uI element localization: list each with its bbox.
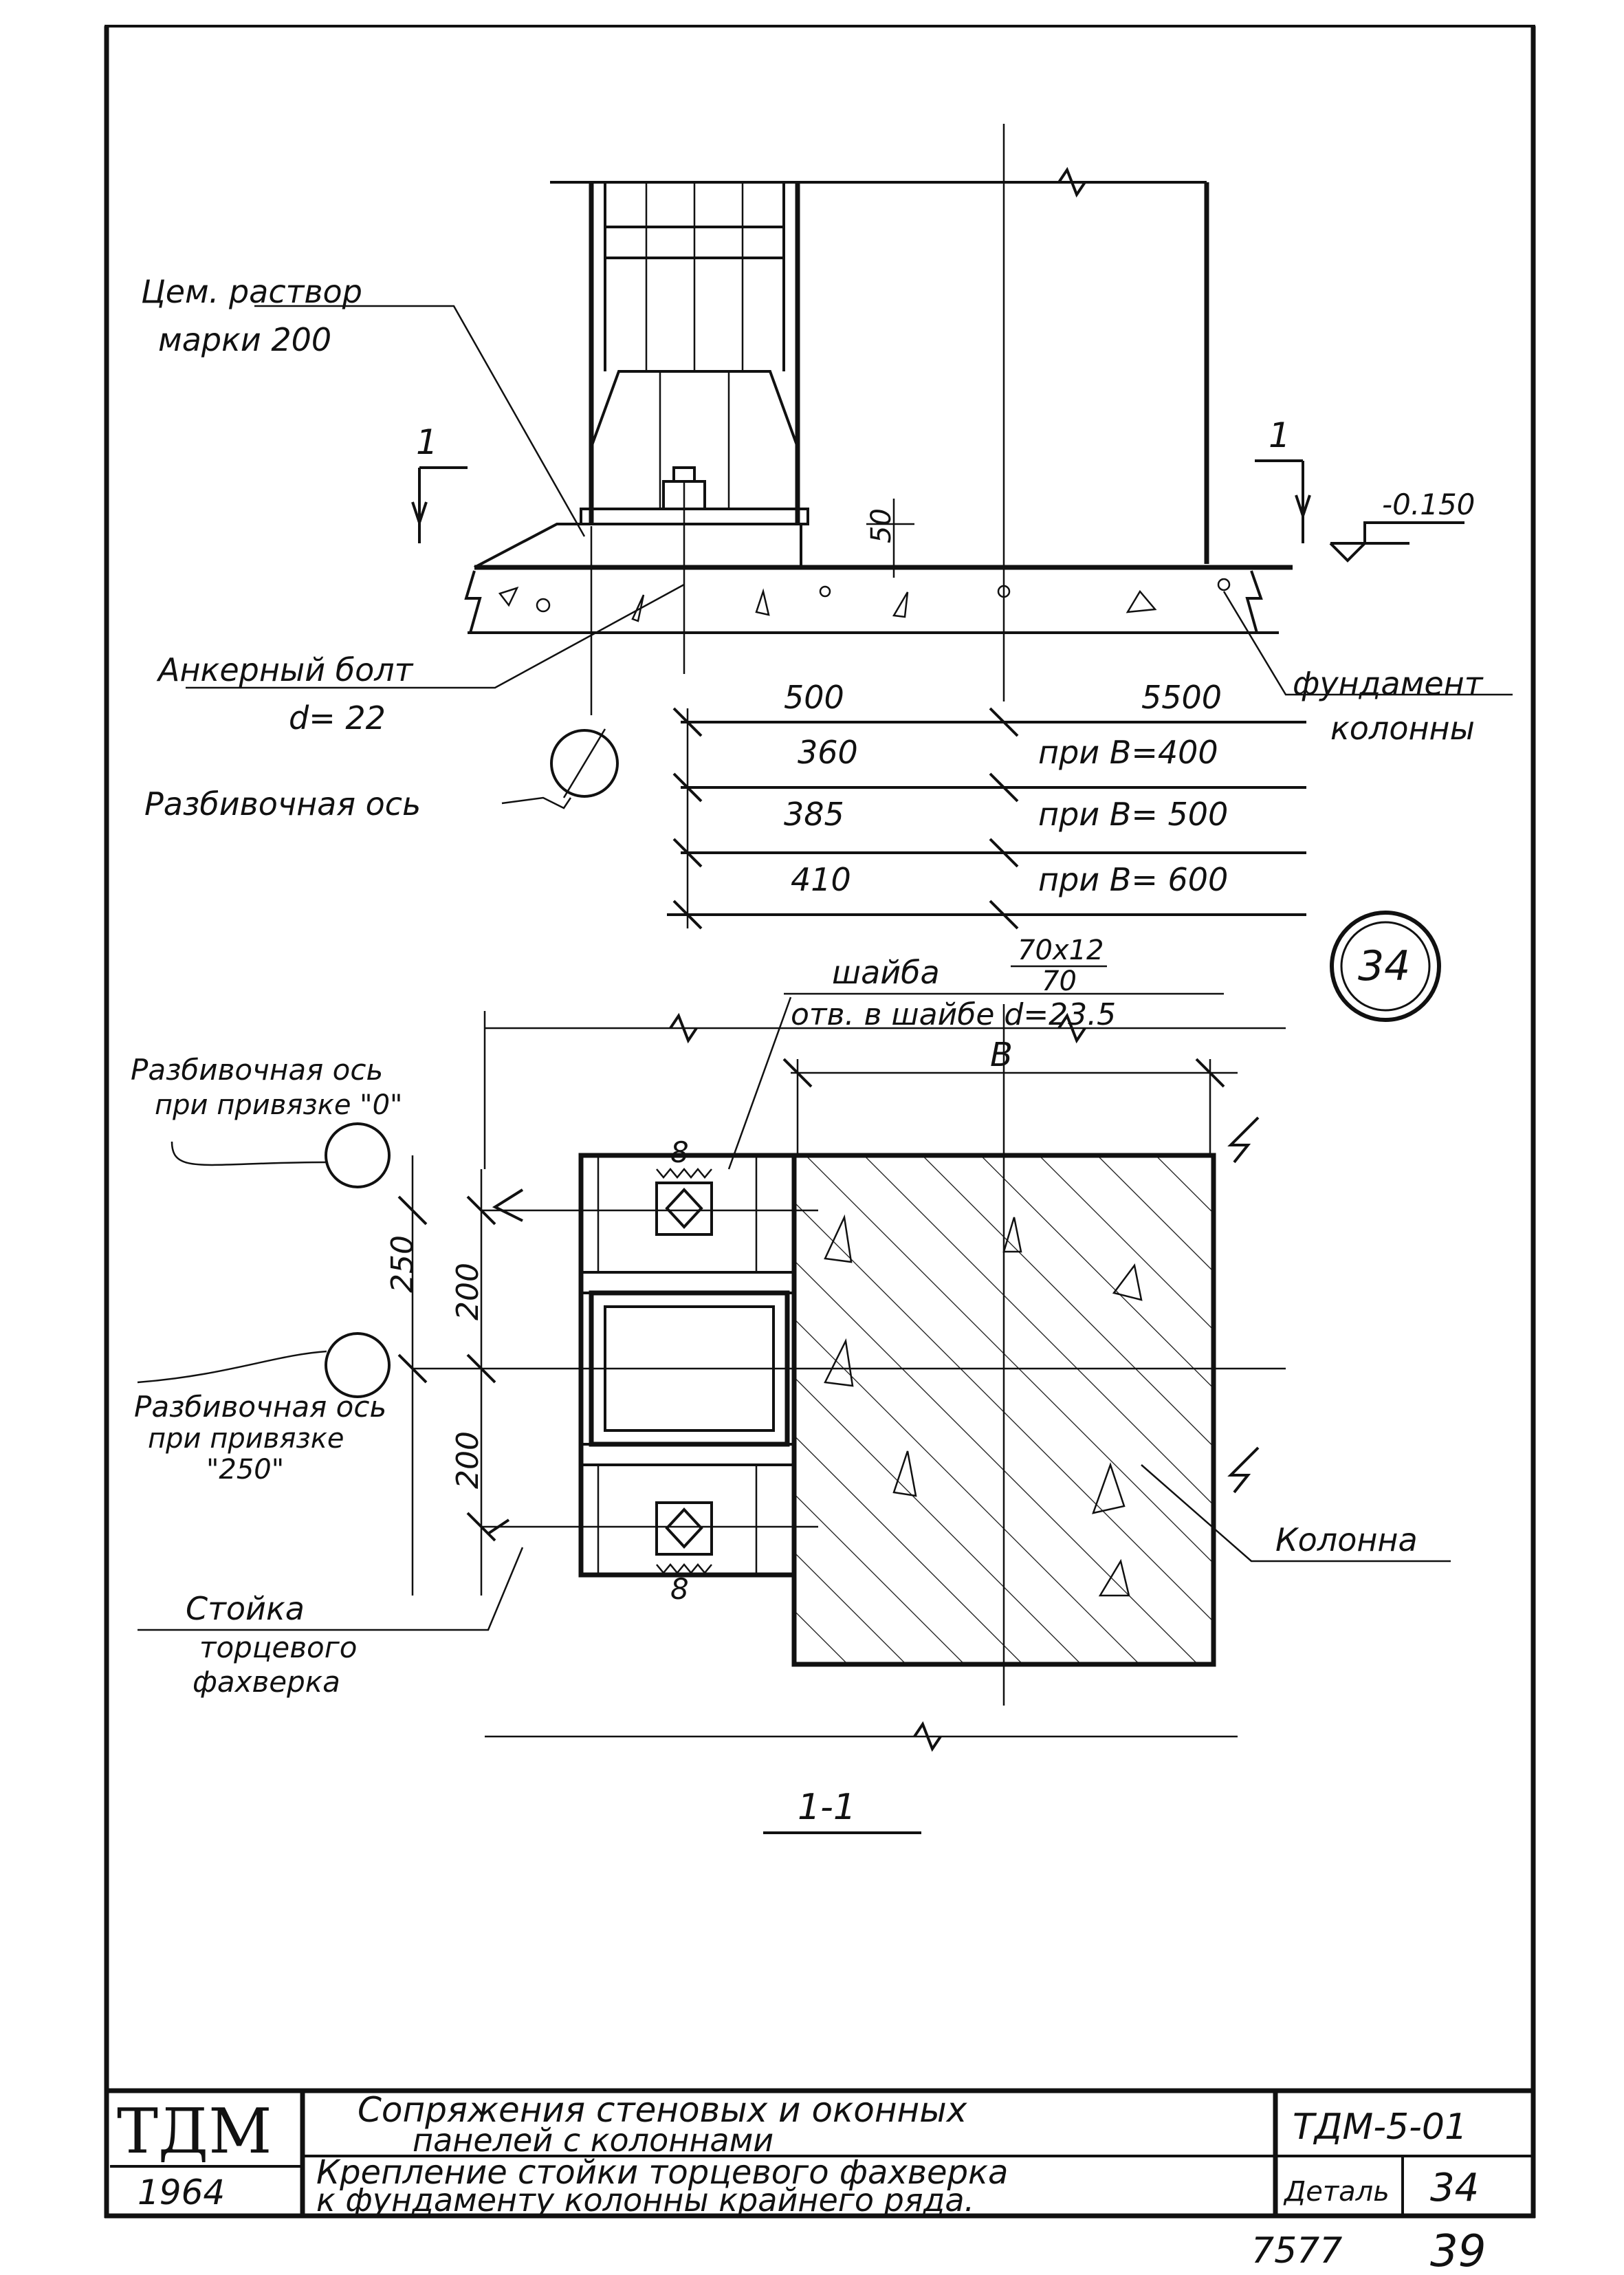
weld-size-top: 8 [670,1135,689,1169]
title-block [107,2088,1533,2216]
foundation-label-2: колонны [1330,710,1475,747]
washer-label: шайба [832,954,940,991]
sheet-title-2: панелей с колоннами [413,2122,773,2159]
logo: ТДМ [117,2096,272,2168]
column-label: Колонна [1275,1521,1418,1558]
detail-number-badge: 34 [1330,911,1441,1022]
sheet-frame [104,25,1536,2219]
anchor-diameter-label: d= 22 [289,699,386,737]
sheet-subtitle-2: к фундаменту колонны крайнего ряда. [316,2181,974,2219]
post-label-3: фахверка [193,1665,340,1699]
elevation-labels: Цем. раствор марки 200 Анкерный болт d= … [141,273,1484,898]
anchor-bolt-label: Анкерный болт [156,651,414,688]
post-label-2: торцевого [199,1631,357,1664]
axis-250-binding: при привязке [148,1423,344,1455]
section-mark-left: 1 [416,422,438,462]
washer-size-numerator: 70x12 [1018,935,1104,966]
sheet-subtitle-1: Крепление стойки торцевого фахверка [316,2153,1008,2192]
plan-view [137,992,1451,1834]
foundation-label: фундамент [1293,665,1484,702]
axis-250-label: Разбивочная ось [134,1390,386,1424]
sheet-title-1: Сопряжения стеновых и оконных [358,2090,967,2130]
section-mark-right: 1 [1269,415,1291,455]
row-1-value: 360 [798,734,858,771]
year: 1964 [138,2173,225,2212]
dim-500: 500 [784,679,844,716]
row-3-value: 410 [791,861,851,898]
axis-label: Разбивочная ось [144,785,421,823]
drawing-code: ТДМ-5-01 [1293,2107,1467,2148]
post-label: Стойка [186,1590,305,1627]
dim-5500: 5500 [1141,679,1222,716]
axis-0-label: Разбивочная ось [131,1053,383,1087]
row-1-note: при B=400 [1038,734,1218,771]
washer-size-denominator: 70 [1042,966,1077,997]
dim-B: B [990,1036,1013,1074]
detail-badge-text: 34 [1358,942,1410,990]
archive-number: 7577 [1251,2230,1342,2272]
washer-hole-label: отв. в шайбе d=23.5 [791,997,1116,1032]
row-3-note: при B= 600 [1038,861,1228,898]
axis-0-binding: при привязке "0" [155,1089,402,1121]
level-mark: -0.150 [1382,488,1475,521]
detail-number: 34 [1430,2166,1479,2210]
plan-labels: шайба 70x12 70 отв. в шайбе d=23.5 B Раз… [131,935,1418,1828]
detail-label: Деталь [1283,2176,1390,2208]
page-number: 39 [1430,2226,1486,2275]
dim-200-top: 200 [450,1263,485,1320]
row-2-note: при B= 500 [1038,796,1228,833]
dim-200-bottom: 200 [450,1431,485,1489]
elevation-view [186,124,1513,930]
mortar-label: Цем. раствор [141,273,362,310]
dim-50: 50 [866,508,897,543]
title-block-text: ТДМ 1964 Сопряжения стеновых и оконных п… [117,2090,1479,2219]
weld-size-bottom: 8 [670,1572,689,1606]
dim-250: 250 [385,1235,420,1293]
row-2-value: 385 [784,796,844,833]
mortar-grade-label: марки 200 [158,321,331,358]
axis-250-value: "250" [206,1454,284,1485]
section-title: 1-1 [798,1787,856,1828]
